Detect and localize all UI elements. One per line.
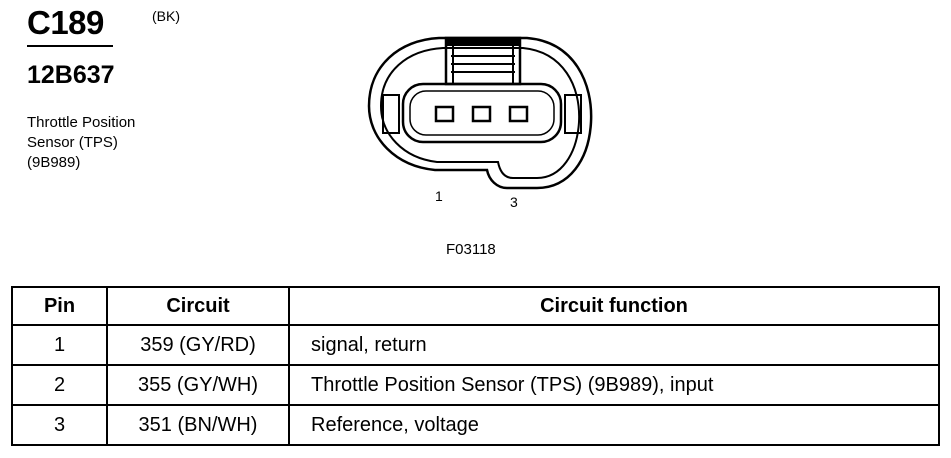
- pin-number-label: 3: [510, 194, 518, 210]
- column-header-circuit: Circuit: [106, 286, 290, 326]
- cell-function: Throttle Position Sensor (TPS) (9B989), …: [288, 364, 940, 406]
- table-header-row: Pin Circuit Circuit function: [11, 286, 940, 326]
- connector-housing-inner: [379, 47, 581, 179]
- connector-part-number: 12B637: [27, 61, 115, 89]
- terminal-cavity: [401, 82, 563, 144]
- column-header-function: Circuit function: [288, 286, 940, 326]
- figure-code: F03118: [446, 241, 496, 258]
- connector-description: Throttle Position Sensor (TPS) (9B989): [27, 113, 135, 173]
- connector-color-code: (BK): [152, 8, 180, 24]
- table-row: 2 355 (GY/WH) Throttle Position Sensor (…: [11, 364, 940, 406]
- connector-face-diagram: [367, 36, 593, 190]
- description-line: Sensor (TPS): [27, 134, 118, 151]
- description-line: Throttle Position: [27, 114, 136, 131]
- connector-housing-outer: [367, 36, 593, 190]
- column-header-pin: Pin: [11, 286, 108, 326]
- cell-function: signal, return: [288, 324, 940, 366]
- cell-pin: 3: [11, 404, 108, 446]
- cell-function: Reference, voltage: [288, 404, 940, 446]
- cell-circuit: 359 (GY/RD): [106, 324, 290, 366]
- side-key-right: [564, 94, 582, 134]
- table-row: 3 351 (BN/WH) Reference, voltage: [11, 404, 940, 446]
- pinout-table: Pin Circuit Circuit function 1 359 (GY/R…: [11, 286, 940, 446]
- connector-id: C189: [27, 4, 104, 41]
- side-key-left: [382, 94, 400, 134]
- pin-terminal-3: [508, 105, 529, 123]
- locking-tab-top: [446, 38, 520, 46]
- connector-id-underline: [27, 45, 113, 47]
- cell-circuit: 351 (BN/WH): [106, 404, 290, 446]
- table-row: 1 359 (GY/RD) signal, return: [11, 324, 940, 366]
- cell-circuit: 355 (GY/WH): [106, 364, 290, 406]
- terminal-cavity-inner: [409, 90, 555, 136]
- cell-pin: 2: [11, 364, 108, 406]
- description-line: (9B989): [27, 154, 81, 171]
- pin-terminal-2: [471, 105, 492, 123]
- pin-number-label: 1: [435, 188, 443, 204]
- pin-terminal-1: [434, 105, 455, 123]
- cell-pin: 1: [11, 324, 108, 366]
